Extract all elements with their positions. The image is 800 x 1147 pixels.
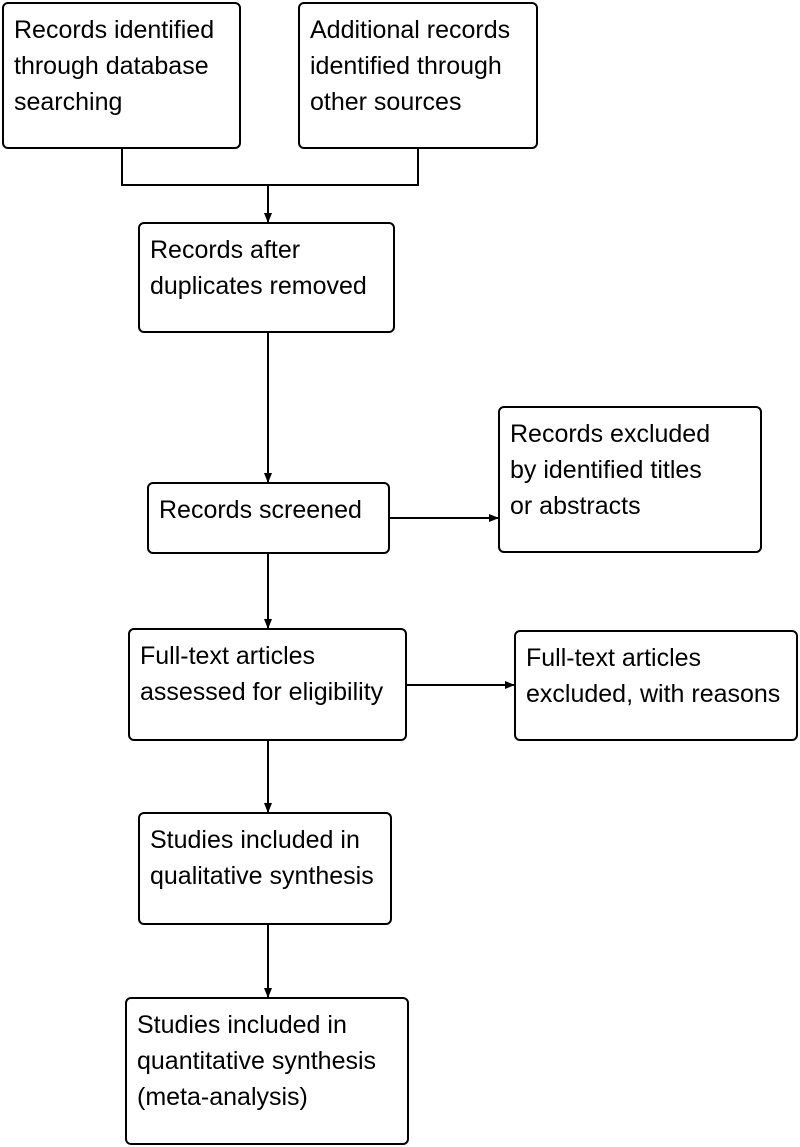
box-text-line: Full-text articles (526, 644, 702, 672)
box-text-line: Full-text articles (140, 642, 316, 670)
box-text-line: Studies included in (150, 826, 360, 854)
box-full-text-excluded: Full-text articles excluded, with reason… (514, 630, 798, 741)
box-text-line: Records screened (159, 496, 362, 524)
box-text-line: (meta-analysis) (137, 1083, 308, 1111)
box-text-line: Records after (150, 236, 301, 264)
box-text-line: Records identified (14, 16, 215, 44)
box-text-line: Studies included in (137, 1011, 347, 1039)
box-text-line: assessed for eligibility (140, 678, 384, 706)
box-full-text-assessed: Full-text articles assessed for eligibil… (128, 628, 407, 741)
box-records-screened: Records screened (147, 482, 390, 554)
box-text-line: other sources (310, 88, 462, 116)
box-qualitative-synthesis: Studies included in qualitative synthesi… (138, 812, 392, 925)
merge-connector (121, 148, 419, 222)
box-excluded-titles: Records excluded by identified titles or… (498, 406, 762, 553)
box-other-sources: Additional records identified through ot… (298, 2, 538, 149)
box-text-line: identified through (310, 52, 502, 80)
box-database-search: Records identified through database sear… (2, 2, 241, 149)
box-text-line: excluded, with reasons (526, 680, 781, 708)
box-text-line: qualitative synthesis (150, 862, 374, 890)
box-text-line: through database (14, 52, 209, 80)
box-text-line: searching (14, 88, 123, 116)
box-text-line: Records excluded (510, 420, 711, 448)
box-text-line: Additional records (310, 16, 511, 44)
box-text-line: quantitative synthesis (137, 1047, 377, 1075)
box-text-line: duplicates removed (150, 272, 367, 300)
box-text-line: by identified titles (510, 456, 702, 484)
box-duplicates-removed: Records after duplicates removed (138, 222, 395, 333)
box-text-line: or abstracts (510, 492, 641, 520)
box-quantitative-synthesis: Studies included in quantitative synthes… (125, 997, 409, 1145)
